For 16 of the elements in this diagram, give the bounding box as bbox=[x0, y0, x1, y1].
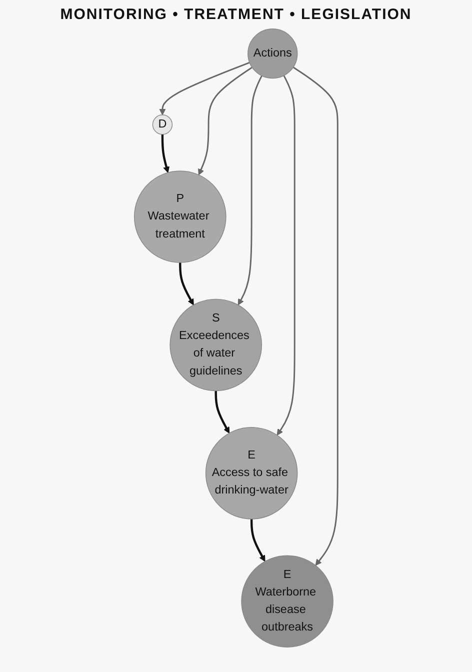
node-circle: E Waterborne disease outbreaks bbox=[241, 555, 334, 648]
arrow bbox=[238, 75, 262, 306]
node-circle: D bbox=[152, 114, 173, 135]
node-circle: Actions bbox=[248, 28, 298, 79]
arrow bbox=[276, 75, 296, 436]
arrow bbox=[250, 518, 266, 562]
arrow bbox=[161, 134, 170, 173]
node-circle: P Wastewater treatment bbox=[134, 170, 226, 263]
arrow bbox=[159, 62, 250, 116]
arrow bbox=[214, 390, 230, 434]
arrow bbox=[292, 66, 338, 566]
node-circle: E Access to safe drinking-water bbox=[205, 427, 298, 520]
arrow bbox=[198, 66, 253, 176]
arrow bbox=[179, 262, 194, 306]
arc-text: MONITORING • TREATMENT • LEGISLATION bbox=[59, 6, 413, 23]
node-circle: S Exceedences of water guidelines bbox=[170, 298, 262, 392]
